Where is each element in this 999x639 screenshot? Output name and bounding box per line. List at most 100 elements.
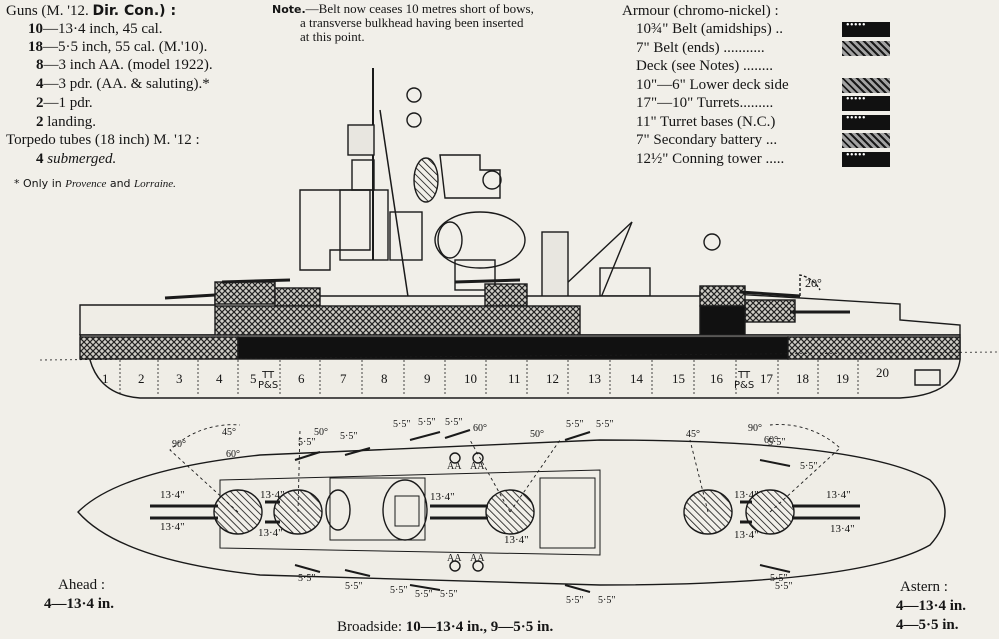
guns-heading: Guns (M. '12. Dir. Con.) : [6,3,177,19]
gun-line: 2 landing. [36,114,96,130]
main-gun-label: 13·4" [734,489,759,501]
armour-row-label: 12½" Conning tower ..... [636,150,785,167]
aa-label: AA [470,553,485,564]
footnote: * Only in Provence and Lorraine. [14,177,176,190]
gun-line: 18—5·5 inch, 55 cal. (M.'10). [28,39,208,55]
dircon-label: Dir. Con.) : [92,3,177,19]
plan-view [77,424,946,593]
secondary-gun-label: 5·5" [768,437,786,448]
armour-swatch [842,95,890,112]
secondary-gun-label: 5·5" [596,419,614,430]
secondary-gun-label: 5·5" [298,437,316,448]
armour-row-label: 7" Secondary battery ... [636,132,778,148]
section-number: 10 [464,371,477,386]
arc-angle-label: 60° [764,435,778,446]
arc-angle-label: 45° [222,427,236,438]
secondary-gun-label: 5·5" [445,417,463,428]
arc-angle-label: 45° [686,429,700,440]
torpedo-heading: Torpedo tubes (18 inch) M. '12 : [6,132,200,148]
armour-swatch [842,77,890,93]
secondary-gun-label: 5·5" [800,461,818,472]
aa-label: AA [447,553,462,564]
secondary-gun-label: 5·5" [345,581,363,592]
main-gun-label: 13·4" [258,527,283,539]
secondary-gun-label: 5·5" [393,419,411,430]
armour-swatch [842,114,890,130]
secondary-gun-label: 5·5" [440,589,458,600]
astern-value-1: 4—13·4 in. [896,598,967,614]
section-number: 5 [250,371,257,386]
armour-row-label: Deck (see Notes) ........ [636,58,774,74]
section-number: 6 [298,371,305,386]
armour-heading: Armour (chromo-nickel) : [622,3,779,19]
note-line3: at this point. [300,29,365,44]
note-line1: Note.—Belt now ceases 10 metres short of… [272,1,534,16]
main-gun-label: 13·4" [826,489,851,501]
secondary-gun-label: 5·5" [418,417,436,428]
gun-line: 10—13·4 inch, 45 cal. [28,21,163,37]
secondary-gun-label: 5·5" [566,419,584,430]
torpedo-line: 4 submerged. [36,151,117,167]
profile-view [39,68,999,399]
broadside-line: Broadside: 10—13·4 in., 9—5·5 in. [337,619,554,635]
section-number: 14 [630,371,643,386]
elevation-label: 20° [805,276,822,290]
armour-row-label: 10"—6" Lower deck side [636,76,789,93]
arc-angle-label: 50° [530,429,544,440]
section-number: 20 [876,365,889,380]
aa-label: AA [470,461,485,472]
armour-row-label: 17"—10" Turrets......... [636,95,774,111]
armour-row: Deck (see Notes) ........ [636,59,890,74]
armour-row: 12½" Conning tower ..... [636,150,890,167]
arc-angle-label: 90° [172,439,186,450]
secondary-gun-label: 5·5" [415,589,433,600]
section-number: 7 [340,371,347,386]
astern-value-2: 4—5·5 in. [896,617,959,633]
secondary-gun-label: 5·5" [598,595,616,606]
secondary-gun-label: 5·5" [390,585,408,596]
armour-swatch [842,133,890,149]
armour-row-label: 7" Belt (ends) ........... [636,39,765,56]
armour-swatch [842,40,890,56]
section-number: 9 [424,371,431,386]
arc-angle-label: 60° [473,423,487,434]
section-number: 2 [138,371,145,386]
section-number: 18 [796,371,809,386]
section-number: 13 [588,371,601,386]
section-number: 11 [508,371,521,386]
arc-angle-label: 60° [226,449,240,460]
main-gun-label: 13·4" [160,489,185,501]
section-number: 19 [836,371,849,386]
aa-label: AA [447,461,462,472]
section-number: 16 [710,371,723,386]
arc-angle-label: 90° [748,423,762,434]
armour-row: 17"—10" Turrets......... [636,95,890,112]
section-number: 8 [381,371,388,386]
section-number: 12 [546,371,559,386]
gun-line: 8—3 inch AA. (model 1922). [36,57,213,73]
armour-swatch [842,21,890,38]
secondary-gun-label: 5·5" [298,573,316,584]
section-number: 15 [672,371,685,386]
armour-row: 10"—6" Lower deck side [636,76,890,93]
secondary-gun-label: 5·5" [566,595,584,606]
secondary-gun-label: 5·5" [770,573,788,584]
main-gun-label: 13·4" [504,534,529,546]
gun-line: 4—3 pdr. (AA. & saluting).* [36,76,210,92]
main-gun-label: 13·4" [734,529,759,541]
section-number: 3 [176,371,183,386]
gun-line: 2—1 pdr. [36,95,93,111]
arc-angle-label: 50° [314,427,328,438]
section-number: 1 [102,371,109,386]
armour-row: 11" Turret bases (N.C.) [636,113,890,130]
main-gun-label: 13·4" [430,491,455,503]
main-gun-label: 13·4" [260,489,285,501]
ahead-label: Ahead : [58,577,106,593]
armour-row-label: 11" Turret bases (N.C.) [636,113,776,130]
section-number: 17 [760,371,773,386]
main-gun-label: 13·4" [830,523,855,535]
armour-swatch [842,151,890,167]
